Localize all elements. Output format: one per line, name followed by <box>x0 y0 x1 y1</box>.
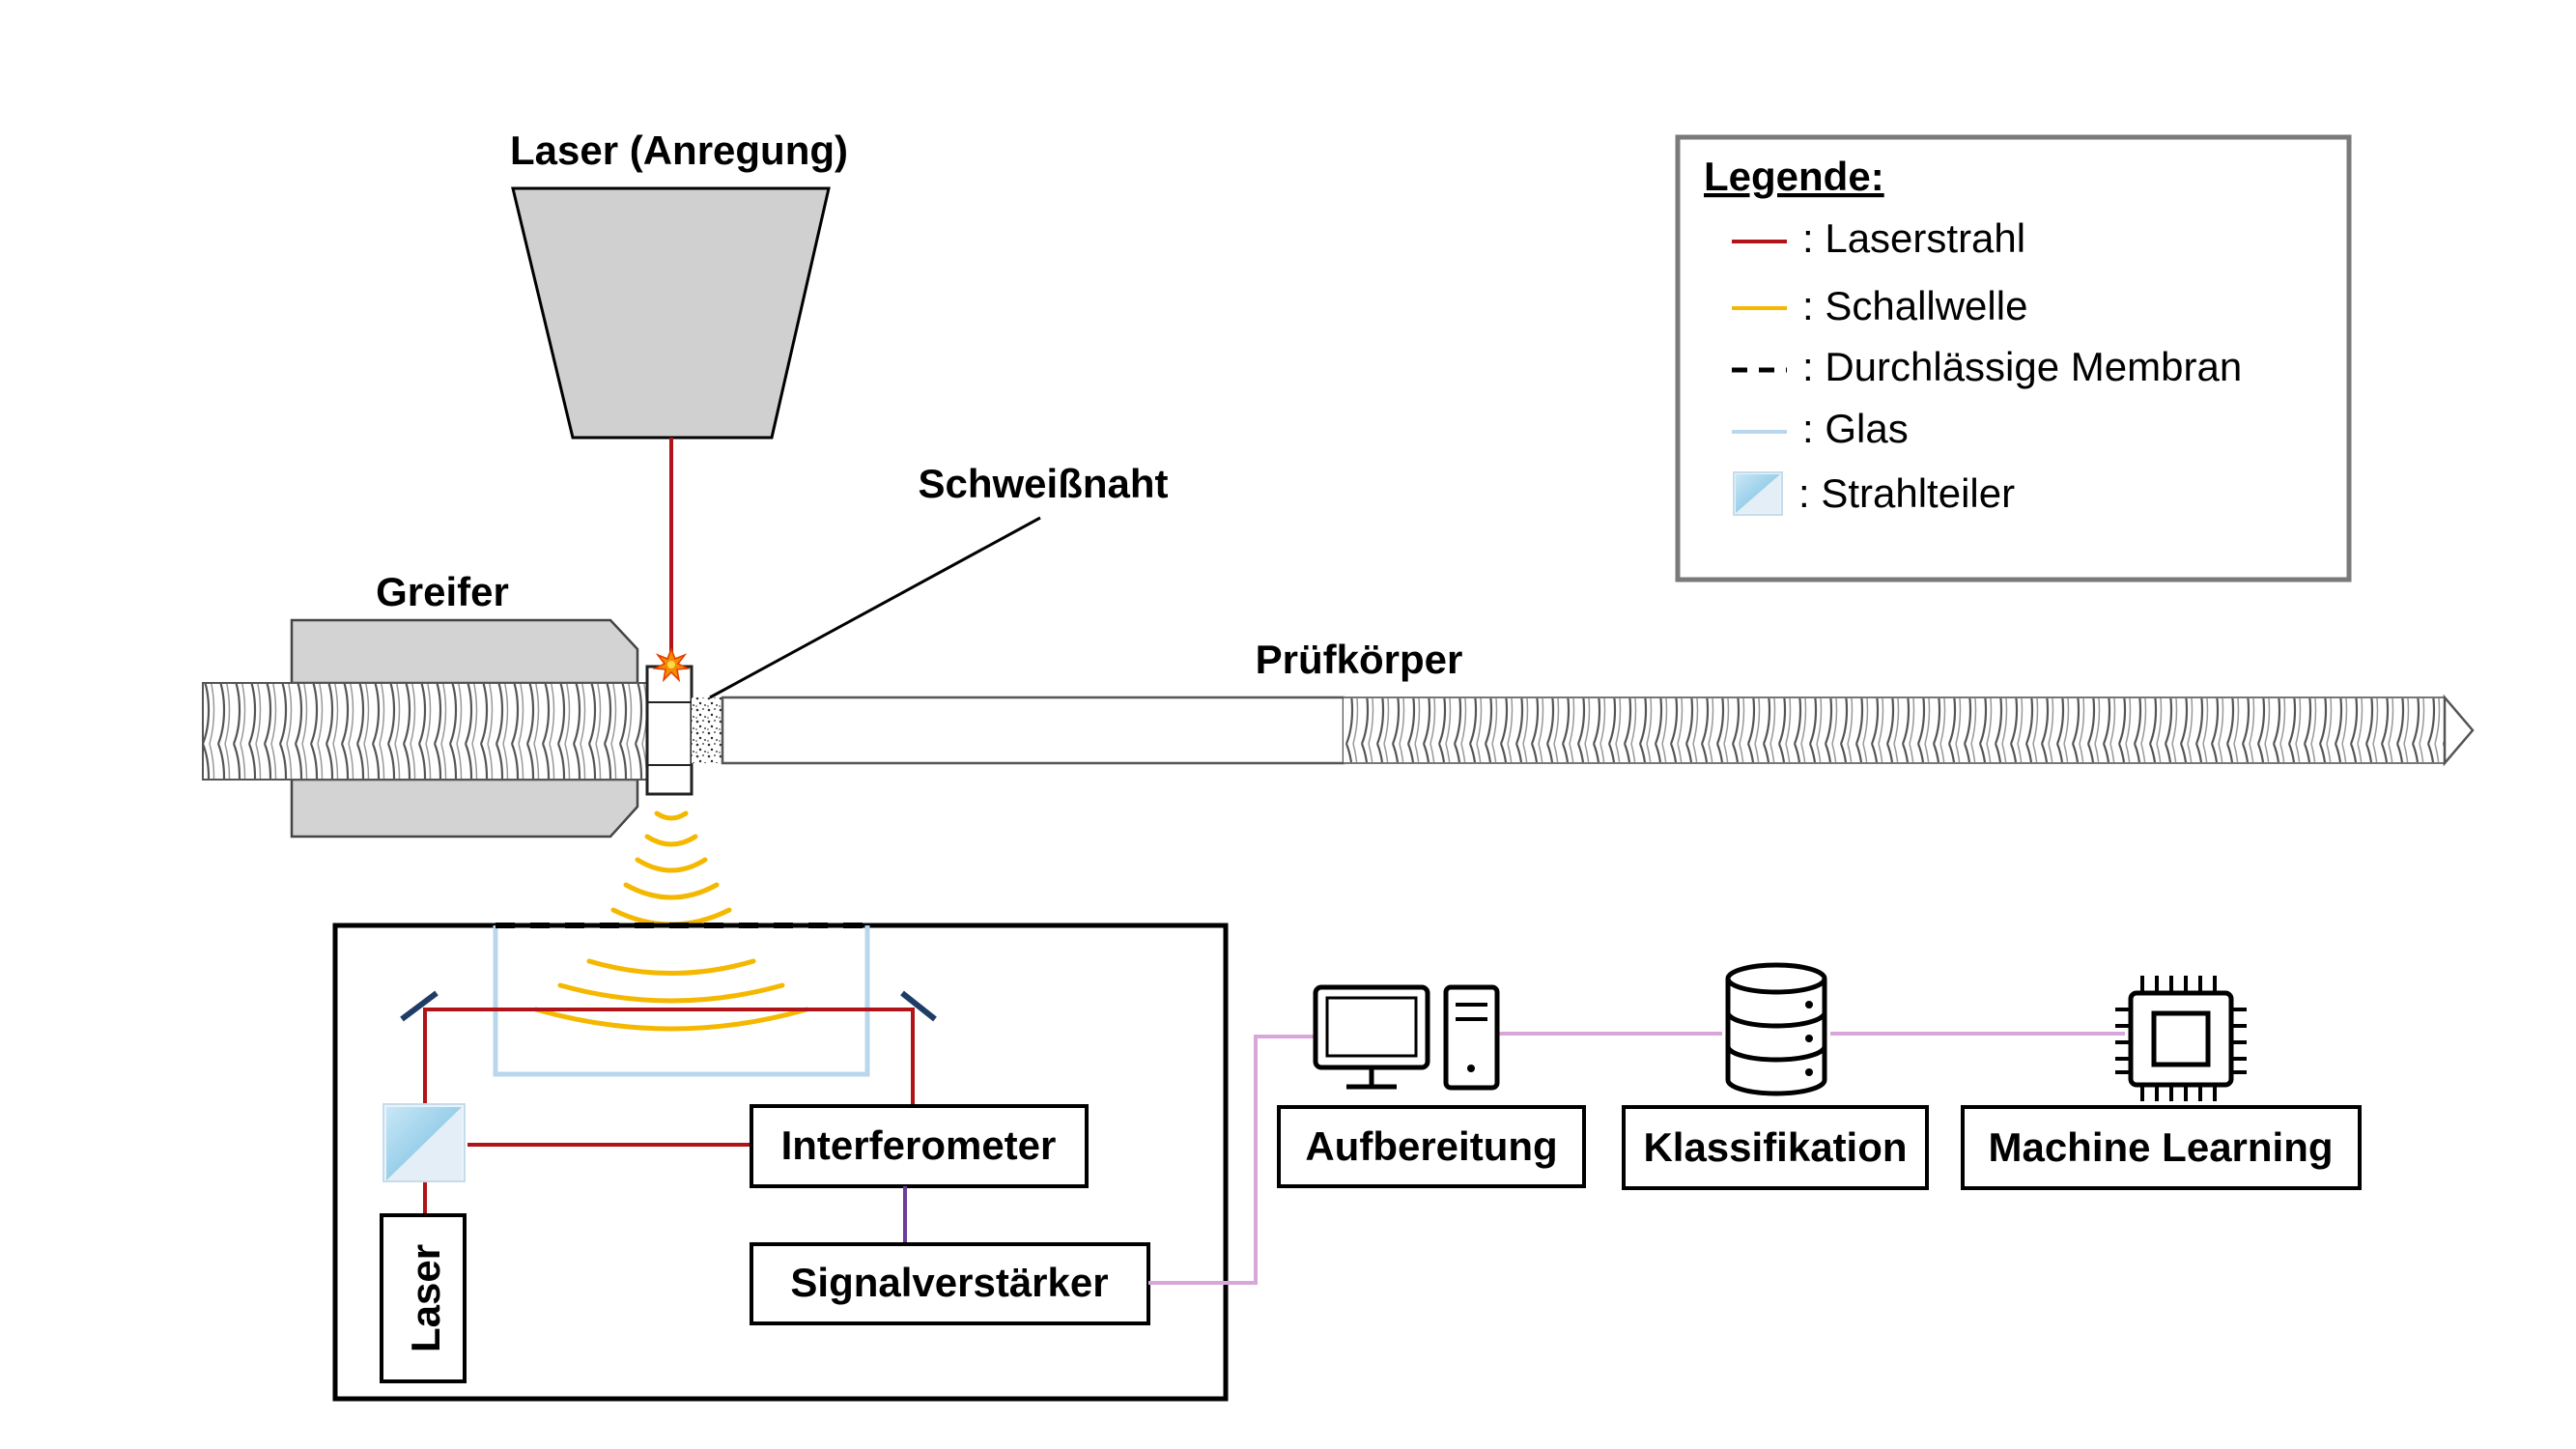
machine-learning-label: Machine Learning <box>1988 1124 2333 1170</box>
sound-waves-lower <box>533 958 809 1032</box>
legend-sound-label: : Schallwelle <box>1802 283 2027 328</box>
weld-pointer-line <box>709 516 1041 699</box>
interferometer-box <box>750 1104 1089 1188</box>
beamsplitter-icon <box>382 1103 466 1182</box>
specimen-thread <box>1344 697 2445 763</box>
mirror-icon <box>900 990 937 1022</box>
machine-learning-box <box>1961 1105 2362 1190</box>
gripper-top <box>290 618 639 685</box>
legend-title: Legende: <box>1704 154 1884 199</box>
database-icon <box>1725 962 1827 1096</box>
mirror-icon <box>400 990 439 1022</box>
laser-source-label: Laser <box>403 1244 448 1352</box>
preprocessing-label: Aufbereitung <box>1305 1123 1557 1169</box>
glass-container <box>493 925 870 1077</box>
laser-source-box <box>380 1213 467 1383</box>
computer-icon <box>1313 984 1500 1091</box>
signal-amplifier-box <box>750 1242 1150 1325</box>
specimen-label: Prüfkörper <box>1256 637 1463 682</box>
specimen-body <box>721 696 1345 765</box>
laser-head <box>511 186 831 440</box>
classification-box <box>1622 1105 1929 1190</box>
data-link <box>1148 1032 2125 1285</box>
classification-label: Klassifikation <box>1643 1124 1907 1170</box>
specimen-tip <box>2443 694 2475 767</box>
legend-box <box>1675 134 2352 582</box>
legend-membrane-label: : Durchlässige Membran <box>1802 344 2242 389</box>
threaded-rod-left <box>202 682 648 781</box>
weld-seam <box>692 697 722 763</box>
legend-beamsplitter-label: : Strahlteiler <box>1798 470 2015 516</box>
interferometer-label: Interferometer <box>781 1122 1057 1168</box>
signal-amplifier-label: Signalverstärker <box>790 1260 1108 1305</box>
gripper-bottom <box>290 778 639 838</box>
sound-waves-upper <box>610 810 732 927</box>
weld-seam-label: Schweißnaht <box>918 461 1168 506</box>
legend-beamsplitter-symbol <box>1733 471 1783 516</box>
gripper-label: Greifer <box>376 569 509 614</box>
legend-glass-label: : Glas <box>1802 406 1909 451</box>
weld-sleeve <box>645 665 694 796</box>
laser-excitation-label: Laser (Anregung) <box>510 128 848 173</box>
preprocessing-box <box>1277 1105 1586 1188</box>
chip-icon <box>2115 976 2247 1101</box>
legend-laser-label: : Laserstrahl <box>1802 215 2025 261</box>
spark-icon <box>652 646 691 683</box>
